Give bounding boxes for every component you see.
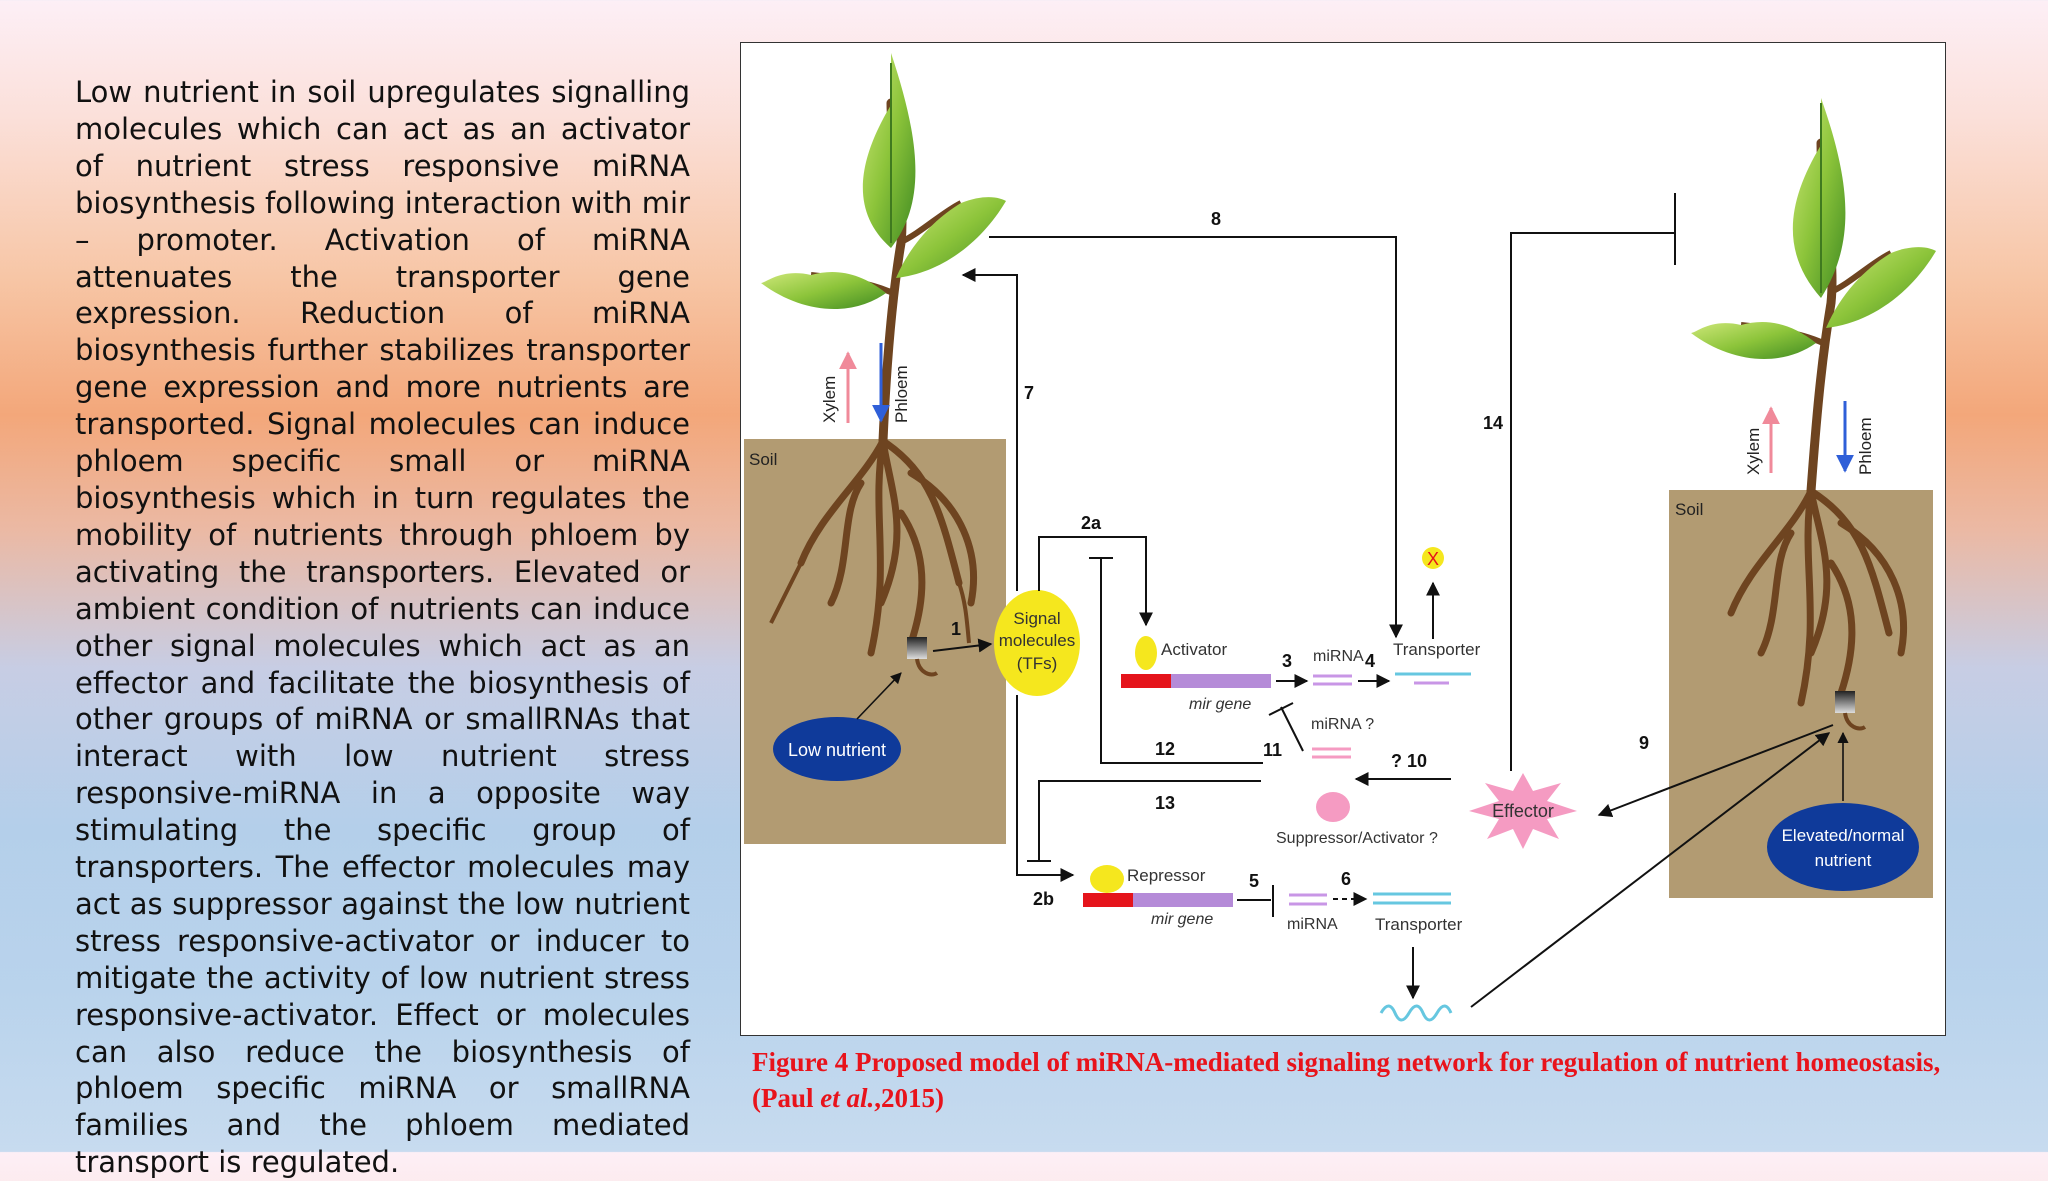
repressor-mir-gene — [1133, 893, 1233, 907]
transport-wave — [1379, 1004, 1453, 1022]
signal-label-2: molecules — [999, 631, 1076, 650]
elevated-nutrient-ellipse — [1767, 803, 1919, 891]
label-12: 12 — [1155, 739, 1175, 759]
label-8: 8 — [1211, 209, 1221, 229]
root-sensor-right — [1835, 691, 1855, 713]
root-sensor-left — [907, 637, 927, 659]
suppressor-blob — [1316, 792, 1350, 822]
repressor-label: Repressor — [1127, 866, 1206, 885]
x-marker — [1422, 547, 1444, 569]
label-1: 1 — [951, 619, 961, 639]
mirna-label-top: miRNA — [1313, 648, 1364, 665]
right-plant: Soil Xylem Phloem Elevated/normal nutrie… — [1669, 98, 1936, 898]
activator-label: Activator — [1161, 640, 1227, 659]
effector-node — [1469, 773, 1577, 849]
caption-main: Figure 4 Proposed model of miRNA-mediate… — [752, 1047, 1941, 1113]
label-7: 7 — [1024, 383, 1034, 403]
diagram-figure: Soil Xylem Phloem Low nutrient — [740, 42, 1946, 1036]
repressor-mir-gene-label: mir gene — [1151, 911, 1213, 928]
suppressor-label: Suppressor/Activator ? — [1276, 830, 1438, 847]
label-4: 4 — [1365, 651, 1375, 671]
label-2a: 2a — [1081, 513, 1102, 533]
label-5: 5 — [1249, 871, 1259, 891]
xylem-label-left: Xylem — [820, 376, 839, 423]
transporter-label-top: Transporter — [1393, 640, 1481, 659]
body-text: Low nutrient in soil upregulates signall… — [75, 75, 690, 1180]
leaf — [761, 272, 886, 310]
phloem-label-right: Phloem — [1856, 417, 1875, 475]
label-9: 9 — [1639, 733, 1649, 753]
elevated-label-2: nutrient — [1815, 851, 1872, 870]
leaf — [896, 197, 1006, 278]
xylem-label-right: Xylem — [1744, 428, 1763, 475]
label-10: ? 10 — [1391, 751, 1427, 771]
left-plant: Soil Xylem Phloem Low nutrient — [744, 53, 1006, 844]
mirna-label-bottom: miRNA — [1287, 916, 1338, 933]
transporter-label-bottom: Transporter — [1375, 915, 1463, 934]
label-6: 6 — [1341, 869, 1351, 889]
figure-caption: Figure 4 Proposed model of miRNA-mediate… — [752, 1044, 1942, 1116]
effector-label: Effector — [1492, 801, 1554, 821]
signal-label-3: (TFs) — [1017, 654, 1058, 673]
repressor-blob — [1090, 865, 1124, 893]
activator-blob — [1135, 636, 1157, 670]
label-14: 14 — [1483, 413, 1503, 433]
leaf — [1792, 98, 1846, 298]
mirna-question-label: miRNA ? — [1311, 716, 1374, 733]
activator-promoter — [1121, 674, 1171, 688]
signal-molecules-node — [994, 590, 1080, 696]
leaf — [1826, 247, 1936, 328]
low-nutrient-label: Low nutrient — [788, 740, 886, 760]
label-11: 11 — [1263, 740, 1282, 760]
phloem-label-left: Phloem — [892, 365, 911, 423]
low-nutrient-ellipse — [773, 717, 901, 781]
soil-left-label: Soil — [749, 450, 777, 469]
soil-right-label: Soil — [1675, 500, 1703, 519]
activator-mir-gene — [1171, 674, 1271, 688]
leaf — [862, 53, 916, 248]
elevated-label-1: Elevated/normal — [1782, 826, 1905, 845]
caption-year: ,2015) — [874, 1083, 945, 1113]
leaf — [1691, 322, 1816, 360]
caption-et-al: et al. — [820, 1083, 875, 1113]
diagram-svg: Soil Xylem Phloem Low nutrient — [744, 53, 1936, 1022]
label-2b: 2b — [1033, 889, 1054, 909]
x-mark-label: X — [1427, 549, 1439, 569]
label-3: 3 — [1282, 651, 1292, 671]
signal-label-1: Signal — [1013, 609, 1060, 628]
activator-mir-gene-label: mir gene — [1189, 696, 1251, 713]
label-13: 13 — [1155, 793, 1175, 813]
repressor-promoter — [1083, 893, 1133, 907]
